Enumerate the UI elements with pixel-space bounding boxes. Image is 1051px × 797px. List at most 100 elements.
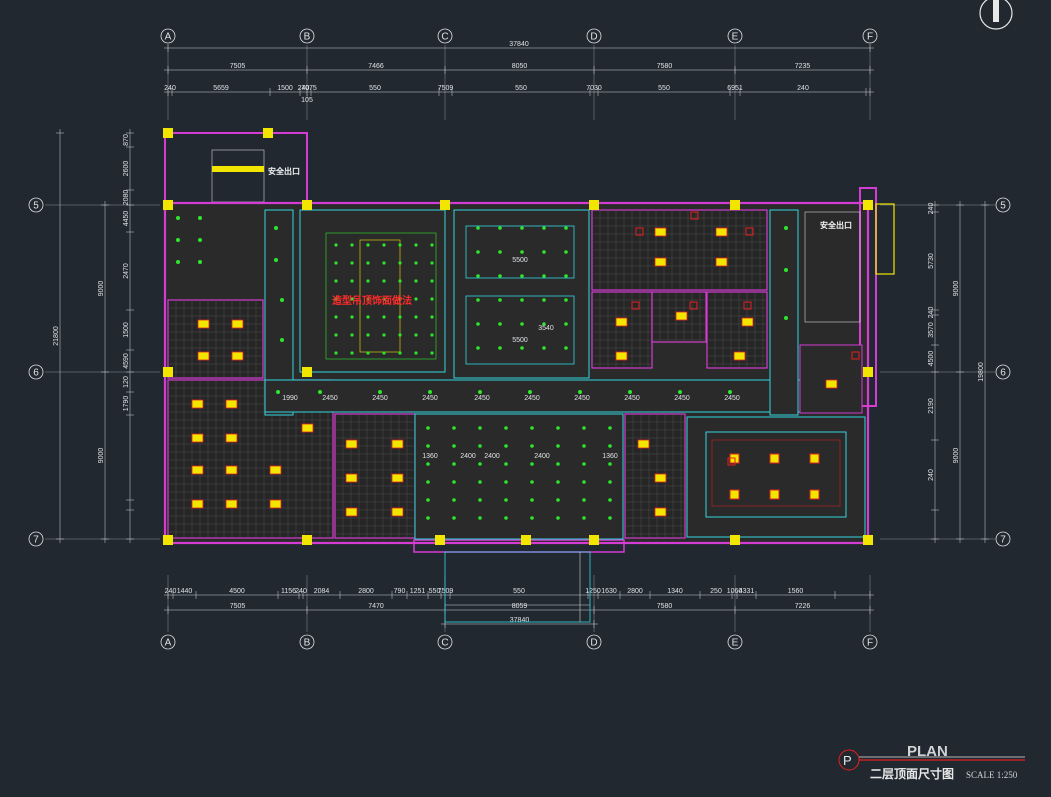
room-dimension-value: 1360	[422, 453, 438, 460]
top-sub-value: 240	[298, 85, 310, 92]
left-sub-value: 2080	[123, 190, 130, 206]
structural-column	[589, 535, 599, 545]
downlight	[398, 351, 402, 355]
downlight	[350, 243, 354, 247]
top-sub-value: 7075	[301, 85, 317, 92]
downlight	[498, 322, 502, 326]
troffer-light	[654, 227, 667, 237]
axis-label: B	[304, 32, 311, 43]
troffer-light	[269, 499, 282, 509]
bottom-sub-value: 2800	[627, 588, 643, 595]
downlight	[520, 274, 524, 278]
downlight	[452, 426, 456, 430]
downlight	[556, 444, 560, 448]
downlight	[452, 444, 456, 448]
top-sub-value: 550	[515, 85, 527, 92]
axis-bubble	[160, 634, 176, 650]
downlight	[582, 426, 586, 430]
downlight	[608, 462, 612, 466]
downlight	[426, 516, 430, 520]
room-dimension-value: 5500	[512, 337, 528, 344]
bottom-span-value: 7580	[657, 603, 673, 610]
downlight	[198, 238, 202, 242]
red-marker	[635, 227, 644, 236]
troffer-light	[391, 507, 404, 517]
downlight	[504, 498, 508, 502]
troffer-light	[654, 473, 667, 483]
room-dimension-value: 3540	[538, 325, 554, 332]
downlight	[430, 351, 434, 355]
left-sub-value: 120	[123, 376, 130, 388]
axis-bubble	[437, 28, 453, 44]
axis-bubble	[299, 634, 315, 650]
grille-light	[769, 489, 780, 500]
red-marker	[631, 301, 640, 310]
red-marker	[851, 351, 860, 360]
downlight	[366, 351, 370, 355]
right-span-value: 9000	[953, 281, 960, 297]
bottom-span-value: 8059	[512, 603, 528, 610]
downlight	[378, 390, 382, 394]
bottom-sub-value: 2800	[358, 588, 374, 595]
plan-circle-letter: P	[843, 753, 852, 768]
room-dimension-value: 2400	[484, 453, 500, 460]
troffer-light	[675, 311, 688, 321]
downlight	[452, 480, 456, 484]
downlight	[334, 261, 338, 265]
top-span-value: 7580	[657, 63, 673, 70]
structural-column	[440, 200, 450, 210]
troffer-light	[197, 351, 210, 361]
right-total-value: 19800	[978, 362, 985, 382]
bottom-sub-value: 1156	[281, 588, 296, 595]
downlight	[542, 226, 546, 230]
axis-bubble	[28, 197, 44, 213]
right-sub-value: 3570	[928, 322, 935, 338]
troffer-light	[733, 351, 746, 361]
downlight	[350, 297, 354, 301]
left-sub-value: 870	[123, 134, 130, 146]
room-office-left	[167, 299, 264, 379]
left-total-value: 21800	[53, 326, 60, 346]
downlight	[530, 516, 534, 520]
downlight	[334, 333, 338, 337]
axis-label: F	[867, 638, 873, 649]
downlight	[382, 333, 386, 337]
plan-scale: SCALE 1:250	[966, 770, 1018, 780]
downlight	[530, 444, 534, 448]
structural-column	[163, 200, 173, 210]
downlight	[498, 298, 502, 302]
top-sub-value: 240	[797, 85, 809, 92]
downlight	[276, 390, 280, 394]
bottom-sub-value: 550	[513, 588, 525, 595]
downlight	[504, 426, 508, 430]
downlight	[478, 426, 482, 430]
downlight	[478, 390, 482, 394]
downlight	[350, 261, 354, 265]
downlight	[430, 243, 434, 247]
right-sub-value: 2190	[928, 398, 935, 414]
downlight	[628, 390, 632, 394]
downlight	[608, 444, 612, 448]
downlight	[476, 250, 480, 254]
top-span-value: 7505	[230, 63, 246, 70]
downlight	[430, 261, 434, 265]
axis-bubble	[862, 28, 878, 44]
bottom-sub-value: 1440	[177, 588, 193, 595]
room-dimension-value: 2450	[322, 395, 338, 402]
downlight	[176, 216, 180, 220]
downlight	[398, 279, 402, 283]
troffer-light	[191, 465, 204, 475]
axis-label: 5	[33, 201, 39, 212]
downlight	[498, 250, 502, 254]
room-dimension-value: 2450	[524, 395, 540, 402]
bottom-sub-value: 240	[165, 588, 177, 595]
troffer-light	[825, 379, 838, 389]
axis-bubble	[862, 634, 878, 650]
bottom-span-value: 7226	[795, 603, 811, 610]
downlight	[398, 315, 402, 319]
top-span-value: 8050	[512, 63, 528, 70]
exit-sign-right: 安全出口	[820, 220, 852, 230]
structural-column	[302, 367, 312, 377]
